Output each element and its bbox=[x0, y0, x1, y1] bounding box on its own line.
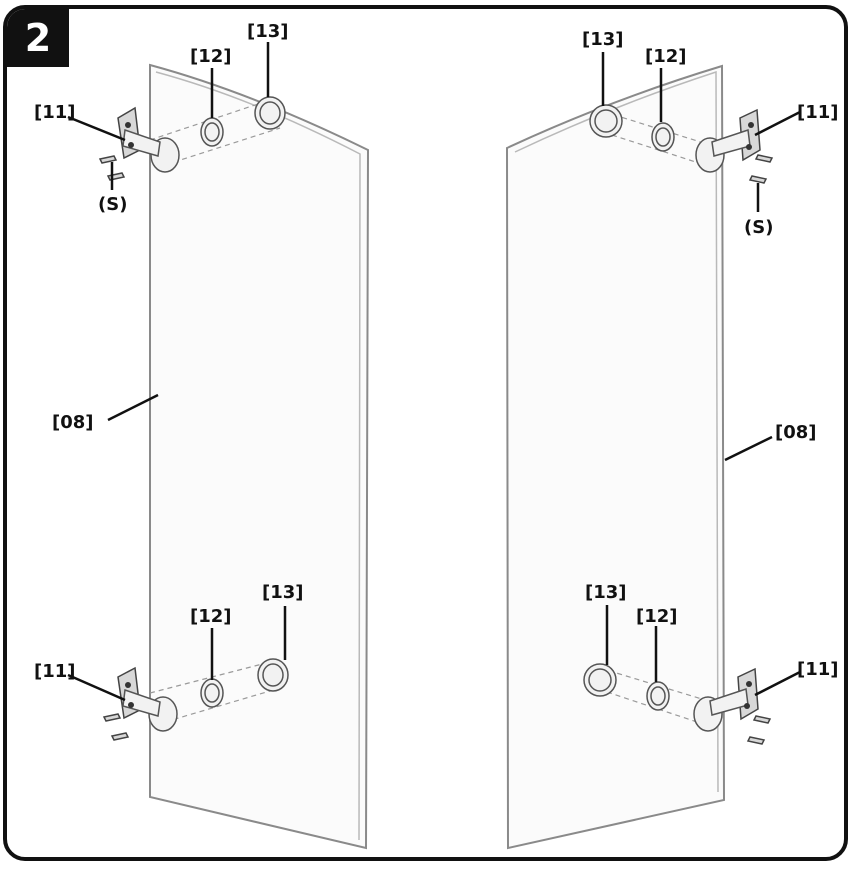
leader-lines bbox=[67, 42, 801, 702]
label-cup-outer-left-top: [13] bbox=[247, 21, 289, 42]
right-top-screw-2 bbox=[748, 175, 768, 184]
label-cup-outer-right-bottom: [13] bbox=[585, 582, 627, 603]
left-top-screw-2 bbox=[106, 172, 126, 181]
label-cup-inner-right-top: [12] bbox=[645, 46, 687, 67]
label-hinge-right-top: [11] bbox=[797, 102, 839, 123]
callout-labels: [11] [12] [13] (S) [08] [13] [12] [11] (… bbox=[34, 21, 839, 682]
left-bottom-screw-1 bbox=[102, 713, 122, 722]
label-hinge-right-bottom: [11] bbox=[797, 659, 839, 680]
label-door-left: [08] bbox=[52, 412, 94, 433]
label-screws-left: (S) bbox=[98, 194, 127, 215]
label-hinge-left-bottom: [11] bbox=[34, 661, 76, 682]
step-number-badge: 2 bbox=[7, 9, 69, 67]
left-top-hardware bbox=[98, 96, 286, 181]
left-top-screw-1 bbox=[98, 155, 118, 164]
left-bottom-hardware bbox=[102, 658, 289, 741]
label-cup-inner-left-top: [12] bbox=[190, 46, 232, 67]
label-cup-inner-left-bottom: [12] bbox=[190, 606, 232, 627]
right-top-hardware bbox=[589, 104, 774, 184]
right-bottom-screw-2 bbox=[746, 736, 766, 745]
right-door-panel bbox=[505, 64, 726, 850]
left-bottom-screw-2 bbox=[110, 732, 130, 741]
label-door-right: [08] bbox=[775, 422, 817, 443]
left-door-panel bbox=[149, 63, 370, 850]
label-cup-outer-left-bottom: [13] bbox=[262, 582, 304, 603]
label-cup-inner-right-bottom: [12] bbox=[636, 606, 678, 627]
right-bottom-hardware bbox=[583, 663, 772, 745]
right-top-screw-1 bbox=[754, 154, 774, 163]
label-cup-outer-right-top: [13] bbox=[582, 29, 624, 50]
right-bottom-screw-1 bbox=[752, 715, 772, 724]
label-hinge-left-top: [11] bbox=[34, 102, 76, 123]
label-screws-right: (S) bbox=[744, 217, 773, 238]
